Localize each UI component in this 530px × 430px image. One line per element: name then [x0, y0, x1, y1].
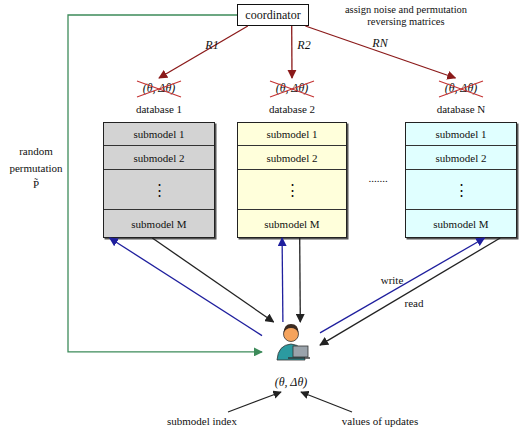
user-variable: (θ, Δθ) — [252, 374, 330, 390]
submodel-row: ⋮ — [238, 170, 346, 210]
connector-arrow — [305, 26, 455, 78]
crossed-variable: (θ, Δθ) — [227, 78, 357, 98]
submodel-label: submodel M — [131, 218, 186, 230]
database-node: (θ, Δθ)database 1submodel 1submodel 2⋮su… — [103, 78, 215, 238]
coordinator-label: coordinator — [245, 8, 300, 23]
submodel-label: submodel M — [264, 218, 319, 230]
user-head — [284, 327, 299, 342]
submodel-label: submodel 2 — [133, 152, 184, 164]
submodel-label: ⋮ — [454, 181, 469, 199]
submodel-label: ⋮ — [285, 181, 300, 199]
submodel-label: ⋮ — [152, 181, 167, 199]
connector-arrow — [110, 238, 262, 336]
crossed-variable: (θ, Δθ) — [395, 78, 527, 98]
cross-out-mark — [137, 81, 483, 97]
database-heading: database N — [395, 100, 527, 118]
submodel-row: submodel M — [406, 210, 516, 238]
input-label: submodel index — [167, 415, 237, 428]
database-node: (θ, Δθ)database Nsubmodel 1submodel 2⋮su… — [405, 78, 517, 238]
laptop-screen — [293, 346, 308, 357]
connector-arrow — [320, 238, 500, 345]
laptop-base — [288, 357, 310, 358]
connector-arrow — [68, 15, 262, 352]
edge-label: R2 — [297, 39, 310, 53]
user-node: (θ, Δθ) — [262, 322, 320, 390]
database-heading: database 1 — [93, 100, 225, 118]
ellipsis: ....... — [368, 172, 387, 185]
submodel-row: submodel 2 — [406, 146, 516, 170]
note-text: assign noise and permutation reversing m… — [330, 4, 482, 28]
edge-label: write — [381, 274, 404, 287]
submodel-row: submodel 2 — [238, 146, 346, 170]
edge-label: read — [405, 297, 424, 310]
edge-label: R1 — [205, 39, 218, 53]
input-arrow — [228, 392, 281, 412]
coordinator-box: coordinator — [237, 4, 309, 26]
submodel-label: submodel 1 — [266, 128, 317, 140]
submodel-label: submodel 2 — [266, 152, 317, 164]
submodel-row: submodel 2 — [104, 146, 214, 170]
submodel-row: submodel 1 — [238, 122, 346, 146]
submodel-label: submodel 1 — [435, 128, 486, 140]
submodel-label: submodel M — [433, 218, 488, 230]
edge-label: random permutation P̃ — [9, 143, 62, 193]
connector-arrow — [291, 26, 293, 78]
input-arrow — [301, 392, 352, 412]
input-arrows — [228, 392, 352, 412]
crossed-variable: (θ, Δθ) — [93, 78, 225, 98]
database-heading: database 2 — [227, 100, 357, 118]
submodel-row: submodel M — [238, 210, 346, 238]
connector-arrow — [152, 238, 273, 322]
connector-arrow — [299, 238, 301, 322]
connector-arrow — [320, 238, 485, 333]
submodel-row: ⋮ — [104, 170, 214, 210]
connector-arrow — [159, 26, 248, 78]
input-label: values of updates — [342, 415, 418, 428]
submodel-row: ⋮ — [406, 170, 516, 210]
edge-label: RN — [372, 37, 387, 51]
connector-arrow — [281, 238, 283, 322]
submodel-row: submodel M — [104, 210, 214, 238]
user-hair — [284, 324, 299, 333]
user-icon — [277, 324, 310, 360]
submodel-label: submodel 2 — [435, 152, 486, 164]
submodel-label: submodel 1 — [133, 128, 184, 140]
submodel-row: submodel 1 — [406, 122, 516, 146]
database-node: (θ, Δθ)database 2submodel 1submodel 2⋮su… — [237, 78, 347, 238]
submodel-row: submodel 1 — [104, 122, 214, 146]
user-body — [277, 344, 305, 360]
